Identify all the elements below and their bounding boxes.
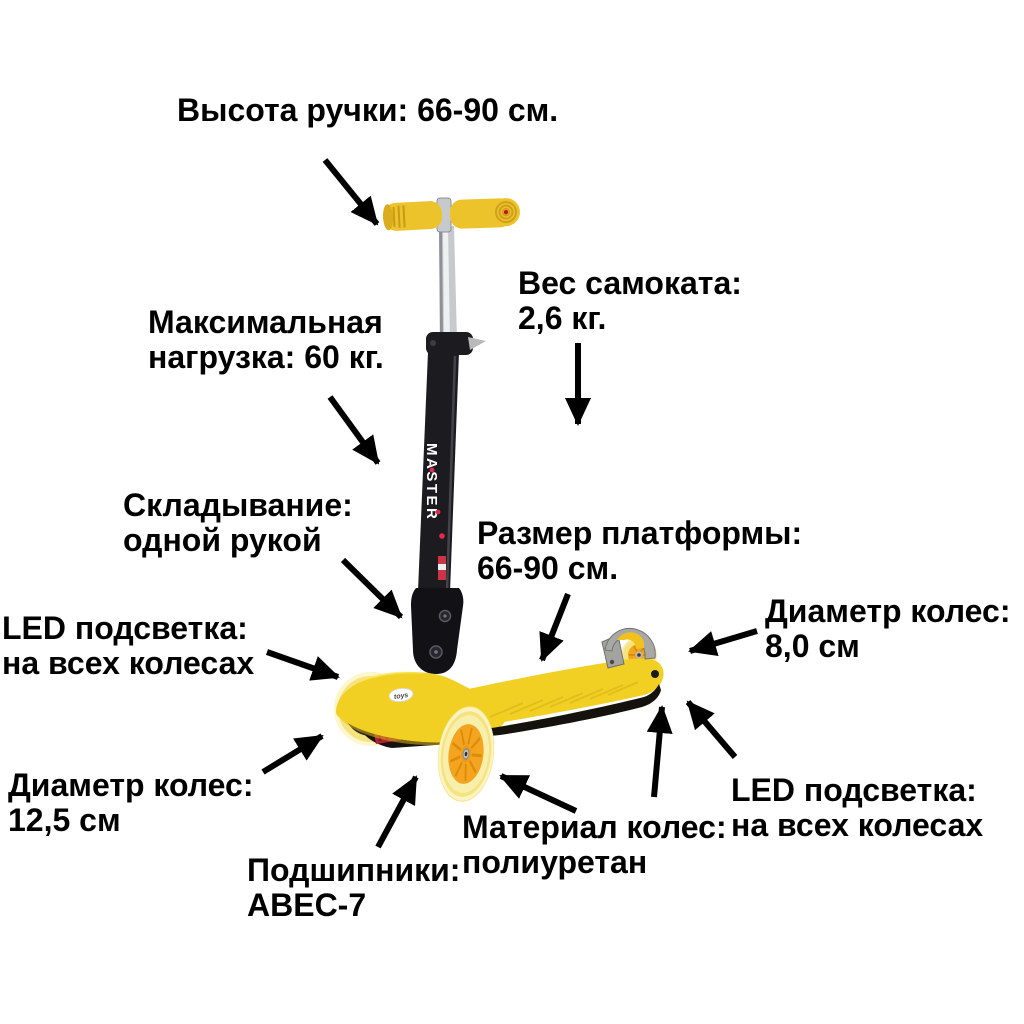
callout-line: полиуретан [462, 844, 648, 880]
callout-line: ABEC-7 [247, 887, 367, 923]
callout-wheel-material: Материал колес: полиуретан [462, 810, 727, 880]
callout-line: на всех колесах [731, 807, 984, 843]
arrow-led-front [266, 649, 340, 681]
callout-line: Диаметр колес: [765, 593, 1011, 629]
arrow-diameter-front [261, 733, 324, 775]
brand-dot [429, 467, 435, 473]
callout-line: 12,5 см [8, 802, 121, 838]
callout-diameter-front: Диаметр колес: 12,5 см [8, 768, 254, 838]
fender-yellow-insert [617, 632, 645, 649]
rear-fender-brake [601, 627, 656, 669]
deck-tail-bolt [651, 670, 659, 678]
callout-handle-height: Высота ручки: 66-90 см. [177, 93, 558, 128]
callout-line: одной рукой [123, 522, 322, 558]
brand-dot [435, 509, 441, 515]
deck-logo-text: toys [394, 692, 409, 701]
arrow-diameter-rear [688, 628, 758, 657]
arrow-material-rear [646, 705, 673, 798]
stem-clamp [426, 332, 486, 355]
callout-line: 66-90 см. [477, 550, 619, 586]
handlebar [382, 197, 520, 233]
callout-line: LED подсветка: [731, 772, 977, 808]
left-grip [382, 201, 443, 231]
callout-max-load: Максимальная нагрузка: 60 кг. [148, 305, 384, 375]
stem-brand-text: MASTER [423, 443, 440, 521]
callout-line: Диаметр колес: [8, 767, 254, 803]
stem-sticker [438, 556, 446, 580]
callout-weight: Вес самоката: 2,6 кг. [518, 266, 742, 336]
callout-line: Высота ручки: 66-90 см. [177, 92, 559, 128]
front-right-wheel [437, 706, 495, 802]
deck-logo-badge: toys [388, 687, 414, 703]
callout-line: Материал колес: [462, 809, 727, 845]
black-stem: MASTER [417, 352, 459, 599]
arrow-folding [340, 557, 404, 620]
callout-bearings: Подшипники: ABEC-7 [247, 853, 460, 923]
brand-dot [439, 533, 445, 539]
callout-line: LED подсветка: [2, 610, 248, 646]
deck-grip-ridges [489, 681, 639, 718]
right-grip [449, 198, 520, 229]
annotation-arrows [261, 158, 758, 849]
clamp-lever [468, 337, 486, 350]
callout-diameter-rear: Диаметр колес: 8,0 см [765, 594, 1011, 664]
arrow-led-rear [685, 700, 738, 759]
arrow-material-front [499, 773, 578, 814]
callout-line: Максимальная [148, 304, 383, 340]
callout-led-front: LED подсветка: на всех колесах [2, 611, 254, 681]
callout-folding: Складывание: одной рукой [123, 488, 353, 558]
arrow-handle-height [322, 158, 380, 226]
callout-line: Размер платформы: [477, 515, 803, 551]
chrome-stem [439, 226, 457, 340]
callout-led-rear: LED подсветка: на всех колесах [731, 773, 983, 843]
grip-end-red-dot [503, 209, 509, 215]
callout-line: 8,0 см [765, 628, 860, 664]
callout-line: на всех колесах [2, 645, 255, 681]
arrow-platform-size [539, 592, 571, 662]
callout-platform-size: Размер платформы: 66-90 см. [477, 516, 802, 586]
callout-line: нагрузка: 60 кг. [148, 339, 384, 375]
callout-line: 2,6 кг. [518, 300, 607, 336]
callout-line: Подшипники: [247, 852, 461, 888]
arrow-bearings [375, 775, 419, 849]
callout-line: Вес самоката: [518, 265, 742, 301]
arrow-max-load [327, 395, 381, 465]
callout-line: Складывание: [123, 487, 353, 523]
folding-joint [411, 588, 464, 674]
